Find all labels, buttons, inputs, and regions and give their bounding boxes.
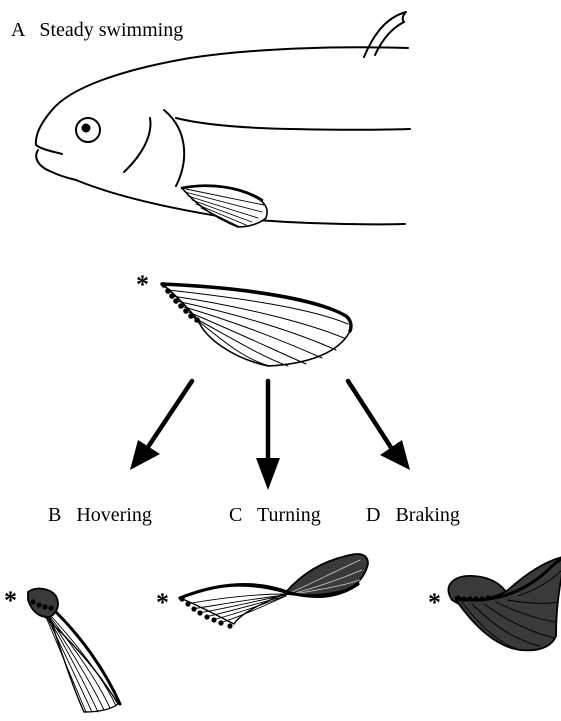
arrow-to-braking [348, 381, 410, 470]
fin-hovering-icon [28, 589, 120, 712]
fish-gill-cover [124, 118, 150, 172]
arrow-to-hovering [130, 381, 192, 470]
fin-turning-icon [179, 554, 368, 629]
fish-mouth-lower [36, 150, 76, 180]
fish-operculum [164, 110, 184, 186]
pectoral-fin-small-icon [182, 186, 267, 227]
pectoral-fin-main-icon [161, 282, 351, 366]
arrow-to-turning [256, 381, 280, 490]
fin-braking-icon [448, 556, 561, 650]
eye-icon [76, 118, 100, 142]
dorsal-fin [364, 12, 406, 57]
fish-lateral-line [176, 118, 410, 130]
fish-mouth-upper [36, 145, 62, 154]
